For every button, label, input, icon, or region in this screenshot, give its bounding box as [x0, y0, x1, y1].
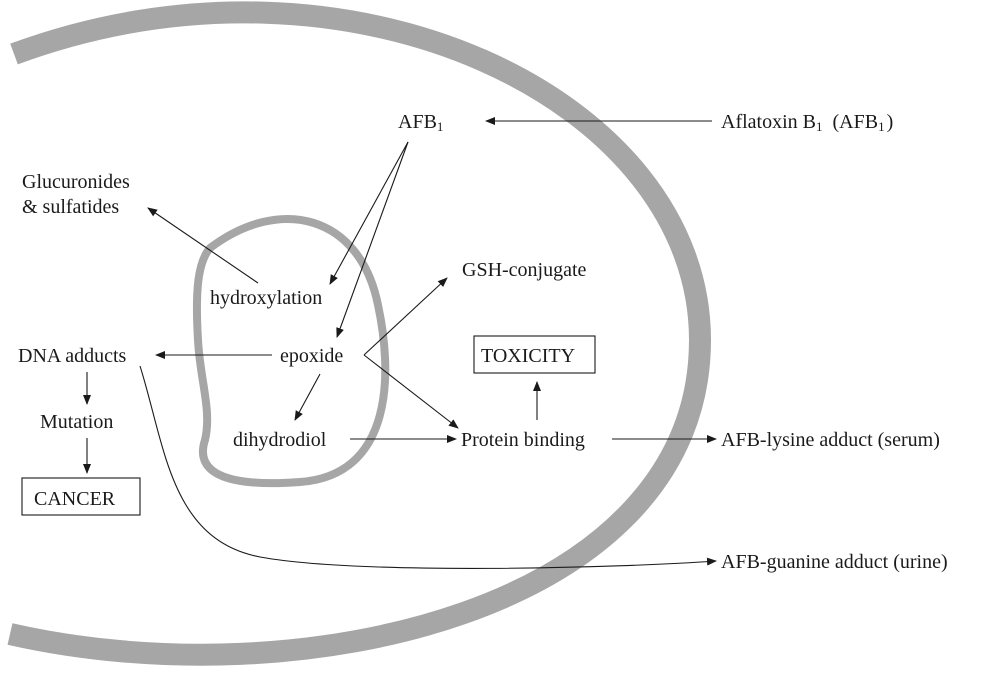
mutation-label: Mutation: [40, 411, 113, 433]
afb-lysine-adduct-label: AFB-lysine adduct (serum): [721, 429, 940, 451]
dihydrodiol-label: dihydrodiol: [233, 429, 327, 451]
cancer-box: [21, 477, 141, 516]
epoxide-label: epoxide: [280, 345, 343, 367]
glucuronides-label: Glucuronides: [22, 171, 130, 193]
gsh-conjugate-label: GSH-conjugate: [462, 259, 587, 281]
cancer-label: CANCER: [34, 488, 116, 510]
arrow-afb1-to-epoxide: [336, 141, 409, 338]
arrow-epoxide-to-dihydrodiol: [294, 373, 321, 421]
aflatoxin-b1-label: Aflatoxin B1(AFB1): [721, 111, 893, 134]
toxicity-box: [473, 335, 596, 374]
arrow-afb1-to-hydroxylation: [329, 141, 409, 285]
arrow-dna-adducts-to-afb-guanine: [139, 365, 717, 569]
afb1-label: AFB1: [398, 111, 443, 134]
arrow-epoxide-to-protein-binding: [363, 354, 459, 429]
hydroxylation-label: hydroxylation: [210, 287, 322, 309]
toxicity-label: TOXICITY: [481, 345, 575, 367]
sulfatides-label: & sulfatides: [22, 196, 119, 218]
arrow-hydroxylation-to-glucuronides: [147, 207, 259, 284]
afb-guanine-adduct-label: AFB-guanine adduct (urine): [721, 551, 948, 573]
cell-membrane: [7, 1, 712, 666]
arrow-epoxide-to-gsh: [363, 277, 448, 356]
protein-binding-label: Protein binding: [461, 429, 585, 451]
organelle-membrane: [192, 215, 390, 488]
dna-adducts-label: DNA adducts: [18, 345, 127, 367]
